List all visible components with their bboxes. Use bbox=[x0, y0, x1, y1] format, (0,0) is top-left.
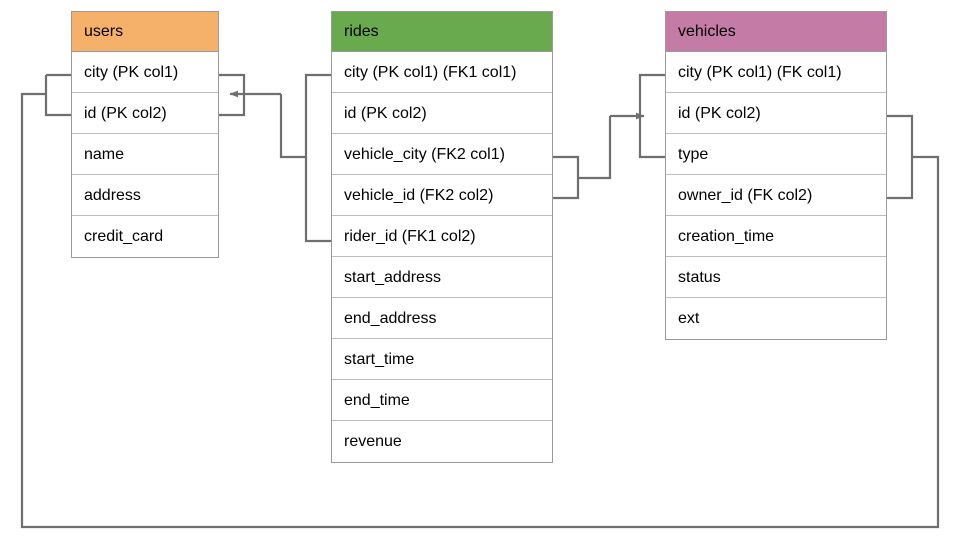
connector-rides-rider-to-users bbox=[219, 73, 331, 243]
table-users-title: users bbox=[72, 12, 218, 52]
table-users-row-address: address bbox=[72, 175, 218, 216]
table-rides-row-start-time: start_time bbox=[332, 339, 552, 380]
table-rides-row-city: city (PK col1) (FK1 col1) bbox=[332, 52, 552, 93]
table-rides-row-revenue: revenue bbox=[332, 421, 552, 462]
table-users-row-credit-card: credit_card bbox=[72, 216, 218, 257]
table-rides-row-start-address: start_address bbox=[332, 257, 552, 298]
table-vehicles-row-id: id (PK col2) bbox=[666, 93, 886, 134]
table-users-row-city: city (PK col1) bbox=[72, 52, 218, 93]
table-vehicles[interactable]: vehicles city (PK col1) (FK col1) id (PK… bbox=[665, 11, 887, 340]
table-rides-row-rider-id: rider_id (FK1 col2) bbox=[332, 216, 552, 257]
table-rides[interactable]: rides city (PK col1) (FK1 col1) id (PK c… bbox=[331, 11, 553, 463]
table-rides-row-end-address: end_address bbox=[332, 298, 552, 339]
table-vehicles-row-ext: ext bbox=[666, 298, 886, 339]
table-vehicles-title: vehicles bbox=[666, 12, 886, 52]
table-rides-row-vehicle-city: vehicle_city (FK2 col1) bbox=[332, 134, 552, 175]
table-vehicles-row-type: type bbox=[666, 134, 886, 175]
table-rides-row-id: id (PK col2) bbox=[332, 93, 552, 134]
table-rides-title: rides bbox=[332, 12, 552, 52]
table-users-row-id: id (PK col2) bbox=[72, 93, 218, 134]
table-vehicles-row-creation-time: creation_time bbox=[666, 216, 886, 257]
table-users[interactable]: users city (PK col1) id (PK col2) name a… bbox=[71, 11, 219, 258]
table-rides-row-end-time: end_time bbox=[332, 380, 552, 421]
table-vehicles-row-status: status bbox=[666, 257, 886, 298]
table-vehicles-row-owner-id: owner_id (FK col2) bbox=[666, 175, 886, 216]
table-rides-row-vehicle-id: vehicle_id (FK2 col2) bbox=[332, 175, 552, 216]
table-users-row-name: name bbox=[72, 134, 218, 175]
table-vehicles-row-city: city (PK col1) (FK col1) bbox=[666, 52, 886, 93]
connector-rides-vehicle-to-vehicles bbox=[553, 73, 665, 200]
